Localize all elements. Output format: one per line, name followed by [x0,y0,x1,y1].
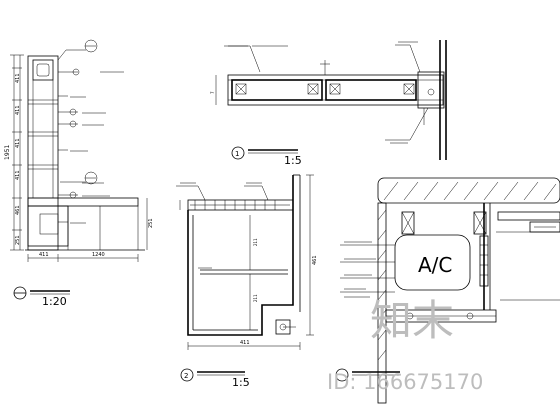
vdim-6: 251 [15,235,21,245]
vdim-1: 411 [15,73,21,83]
watermark-id: ID: 166675170 [327,370,483,394]
detail-2: 211 211 461 411 2 [176,174,318,389]
ac-label: A/C [418,253,452,277]
vdim-5: 461 [15,205,21,215]
vdim-4: 411 [15,170,21,180]
detail-2-inner-dim-b: 211 [253,294,258,302]
svg-text:251: 251 [148,218,154,228]
bottom-dim-1: 411 [39,252,49,258]
detail-2-right-height: 461 [312,255,318,265]
watermark: 知末 ID: 166675170 [327,296,483,394]
height-dim-label: 1951 [4,145,11,160]
detail-1-scale: 1:5 [284,154,302,167]
watermark-brand: 知末 [370,296,454,345]
vdim-3: 411 [15,138,21,148]
svg-text:7: 7 [210,91,215,94]
detail-2-inner-dim-a: 211 [253,238,258,246]
detail-2-title: 2 1:5 [180,368,250,389]
detail-1: 7 1 1:5 [210,40,447,167]
left-elevation-title: 1:20 [13,286,70,308]
detail-2-number: 2 [184,372,188,380]
detail-2-bottom-width: 411 [240,340,250,346]
bottom-dim-2: 1240 [92,252,105,258]
right-detail: A/C [335,177,560,404]
vdim-2: 411 [15,105,21,115]
left-elevation-scale: 1:20 [42,295,67,308]
elevation-height-dim: 1951 [4,145,11,160]
detail-1-number: 1 [235,150,239,158]
detail-1-title: 1 1:5 [231,146,302,167]
detail-2-scale: 1:5 [232,376,250,389]
right-detail-title [335,368,400,382]
left-elevation: 1951 411 411 411 411 461 251 [4,39,154,308]
